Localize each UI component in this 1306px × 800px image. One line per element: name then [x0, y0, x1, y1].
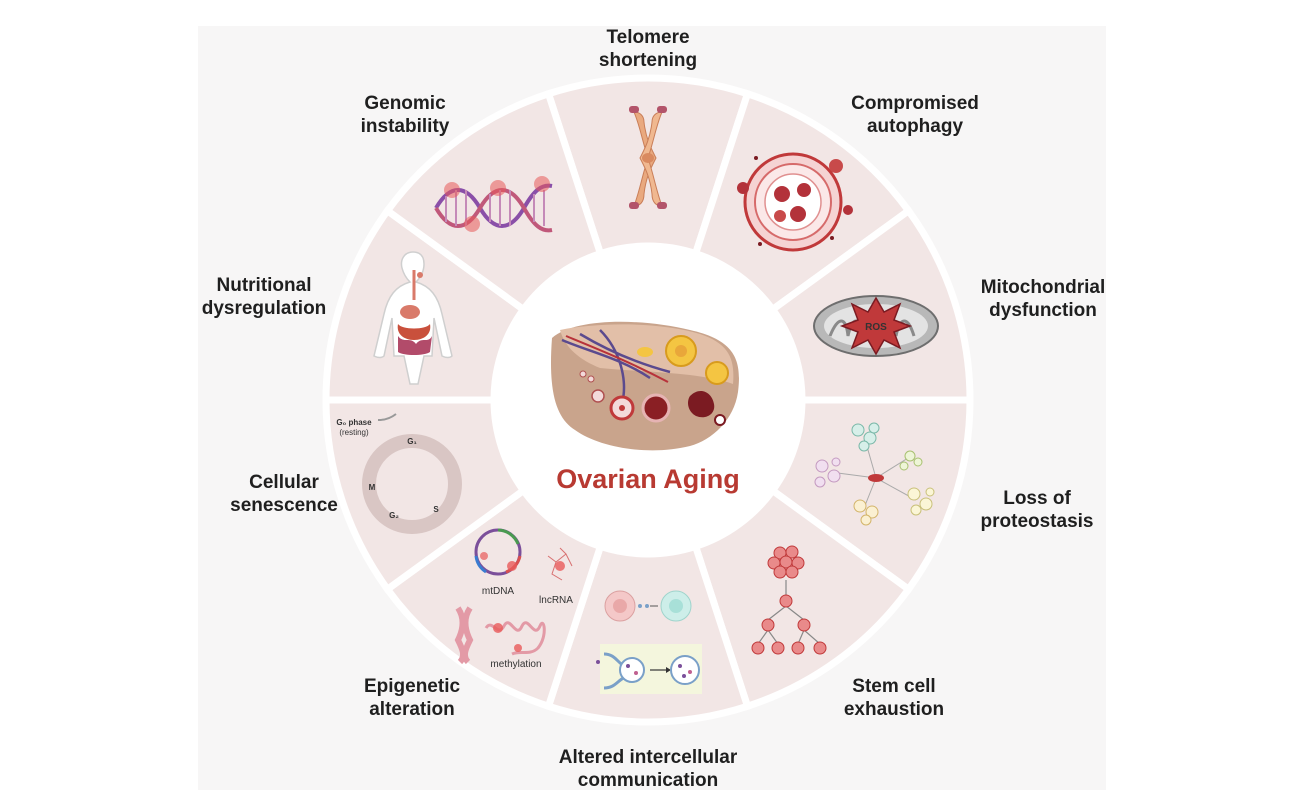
label-senescence-line: Cellular [249, 472, 319, 493]
diagram-panel: ROS [198, 26, 1106, 792]
ovary-icon [550, 321, 739, 451]
label-mitochondrial-line: Mitochondrial [980, 277, 1106, 298]
lncrna-label: lncRNA [539, 595, 573, 606]
label-stem-cell-line: Stem cell [852, 676, 936, 697]
label-communication-line: communication [577, 770, 719, 791]
label-autophagy-line: autophagy [866, 116, 964, 137]
label-telomere-line: Telomere [606, 27, 690, 48]
digestive-system-icon [373, 251, 453, 385]
hallmark-wheel: ROS [322, 74, 974, 726]
label-communication-line: Altered intercellular [558, 747, 738, 768]
chromosome-icon [629, 106, 667, 209]
autophagosome-icon [737, 152, 853, 252]
label-autophagy-line: Compromised [851, 93, 979, 114]
stem-cell-lineage-icon [751, 545, 827, 655]
protein-network-icon [814, 422, 935, 526]
label-telomere-line: shortening [598, 50, 698, 71]
g2-label: G₂ [389, 511, 399, 520]
label-genomic-line: instability [360, 116, 450, 137]
g1-label: G₁ [407, 437, 417, 446]
cell-cycle-icon: G₀ phase (resting) G₁ S G₂ M [336, 413, 462, 534]
label-proteostasis-line: Loss of [1003, 488, 1071, 509]
mitochondrion-icon: ROS [813, 295, 939, 357]
segment-genomic [382, 89, 605, 315]
label-epigenetic-line: alteration [369, 699, 455, 720]
resting-label: (resting) [339, 428, 369, 437]
label-stem-cell-line: exhaustion [843, 699, 945, 720]
methylation-label: methylation [490, 659, 541, 670]
mtdna-label: mtDNA [482, 586, 515, 597]
ros-label: ROS [865, 322, 887, 333]
label-genomic-line: Genomic [364, 93, 446, 114]
label-nutritional-line: dysregulation [201, 298, 327, 319]
cell-communication-icon [596, 590, 702, 694]
s-label: S [433, 505, 439, 514]
epigenetics-icon: mtDNA lncRNA methylation [454, 528, 573, 670]
label-epigenetic-line: Epigenetic [363, 676, 461, 697]
label-proteostasis-line: proteostasis [980, 511, 1094, 532]
m-label: M [369, 483, 376, 492]
label-nutritional-line: Nutritional [216, 275, 312, 296]
label-senescence-line: senescence [230, 495, 338, 516]
dna-helix-icon [434, 176, 553, 233]
center-title: Ovarian Aging [556, 464, 740, 494]
g0-phase-label: G₀ phase [336, 418, 372, 427]
label-mitochondrial-line: dysfunction [989, 300, 1097, 321]
